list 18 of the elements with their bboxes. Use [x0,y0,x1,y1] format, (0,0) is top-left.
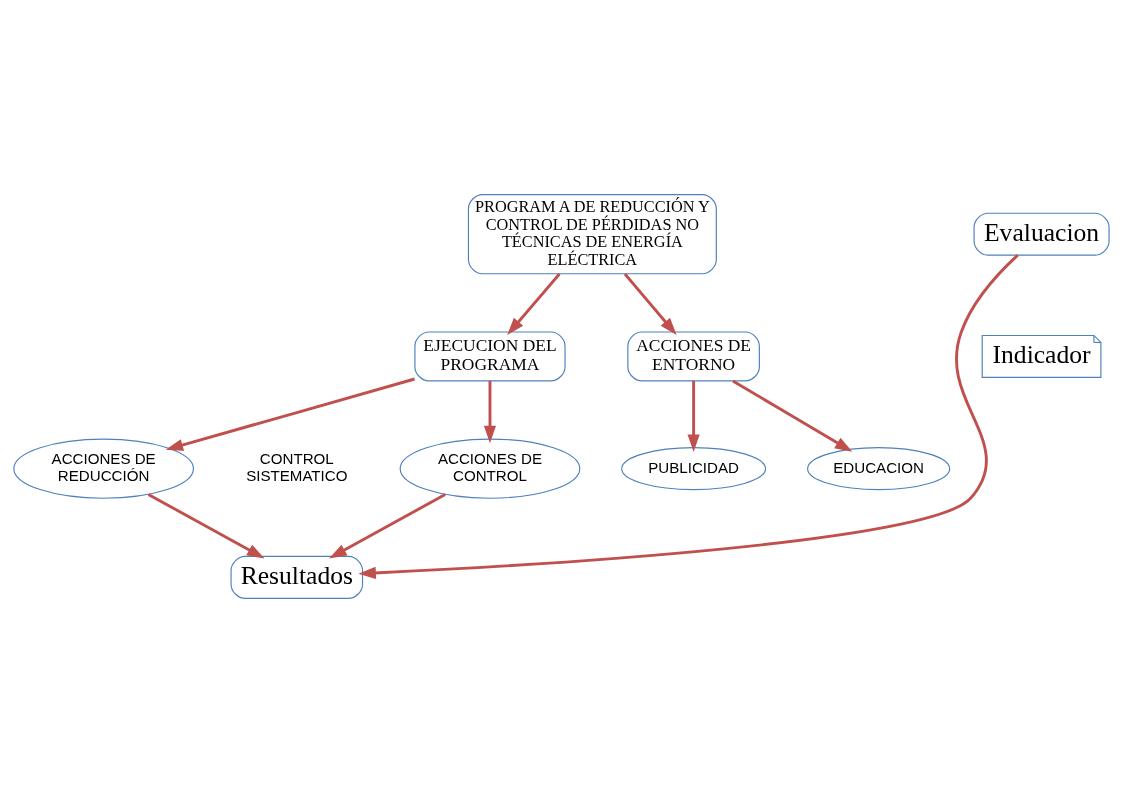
label: CONTROL SISTEMATICO [246,449,348,484]
arrow [732,379,853,452]
arrow [483,380,497,443]
arrow [687,380,700,452]
arrow [165,377,415,451]
arrow [147,492,265,558]
arrow [358,253,1019,579]
node-box: Evaluacion [973,212,1110,256]
node-ellipse: PUBLICIDAD [621,446,767,490]
arrow [623,272,677,335]
node-ellipse: ACCIONES DE CONTROL [399,438,581,499]
node-box: PROGRAM A DE REDUCCIÓN Y CONTROL DE PÉRDIDAS NO TÉCNICAS DE ENERGÍA ELÉCTRICA [467,193,717,274]
node-box: ACCIONES DE ENTORNO [627,330,760,381]
arrow [329,492,446,558]
node-ellipse: EDUCACION [807,446,951,490]
node-box: EJECUCION DEL PROGRAMA [414,330,566,381]
arrow [507,272,561,335]
node-box: Resultados [230,555,364,599]
